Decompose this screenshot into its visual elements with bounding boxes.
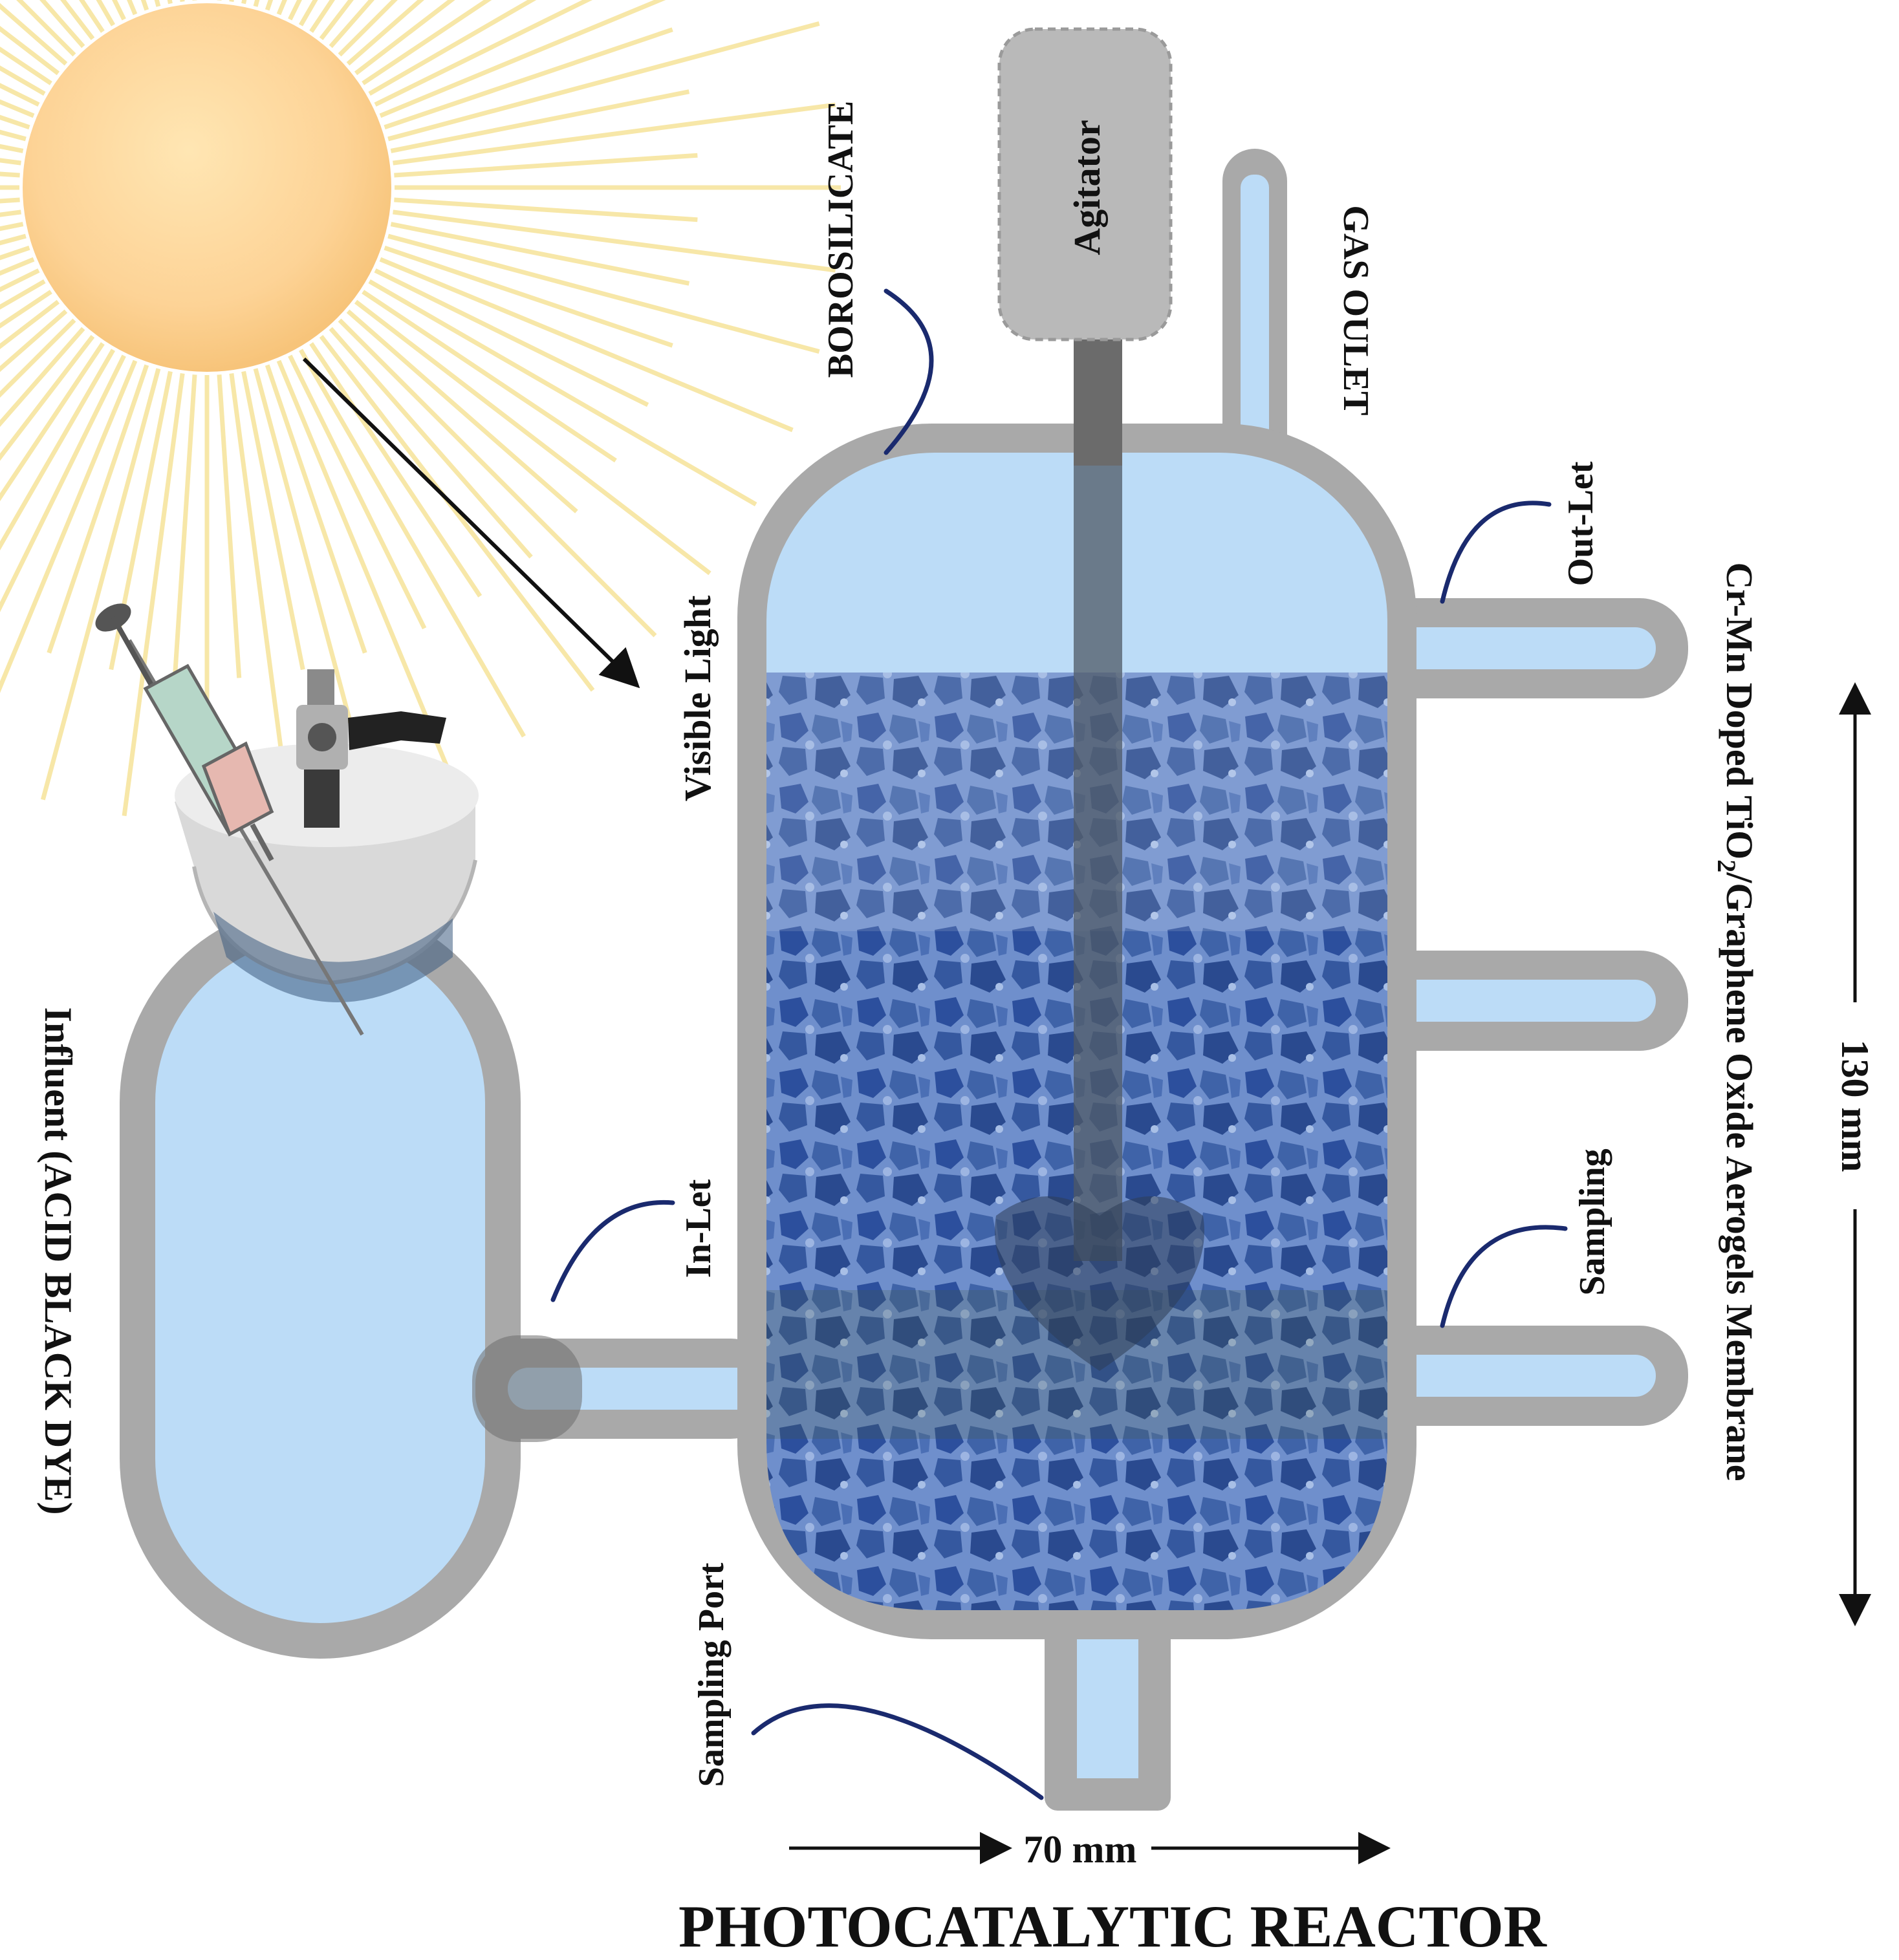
gas-outlet-label: GAS OULET [1336, 205, 1376, 415]
sun-ray [0, 349, 116, 551]
sun-ray [229, 373, 292, 817]
out-let-leader [1440, 501, 1552, 604]
sun-ray [0, 309, 68, 372]
sun-ray [0, 334, 95, 461]
sun-ray [217, 0, 222, 1]
sun-ray [47, 364, 149, 654]
sun-ray [379, 257, 794, 433]
sun-ray [0, 354, 126, 612]
in-let-label: In-Let [678, 1179, 719, 1278]
sun-ray [309, 342, 483, 598]
sun-ray [374, 0, 592, 107]
sun-ray [180, 0, 185, 2]
sun-ray [362, 290, 617, 463]
sun-ray [0, 318, 76, 398]
sun-rays [0, 0, 841, 821]
sampling-port-leader [751, 1703, 1044, 1800]
sun-ray [319, 334, 595, 692]
sun-ray [39, 0, 85, 48]
sun-ray [338, 318, 657, 638]
sun-ray [0, 342, 105, 502]
influent-vessel [120, 902, 521, 1659]
membrane-label: Cr-Mn Doped TiO2/Graphene Oxide Aerogels… [1712, 562, 1761, 1481]
sun-ray [354, 0, 455, 76]
sun-ray [384, 27, 673, 130]
sun-ray [288, 354, 427, 630]
sun-ray [387, 21, 820, 142]
influent-label: Influent (ACID BLACK DYE) [37, 1007, 80, 1514]
sun-ray [346, 0, 424, 66]
width-dimension-label: 70 mm [1024, 1828, 1137, 1871]
sun-ray [122, 373, 185, 817]
sun-ray [393, 102, 836, 166]
sun-ray [0, 171, 20, 178]
sun-ray [241, 0, 247, 5]
sun-ray [0, 3, 68, 66]
sampling-label: Sampling [1572, 1148, 1612, 1295]
sun-ray [338, 0, 398, 57]
sun-ray [368, 279, 757, 507]
sun-ray [384, 245, 673, 348]
sun-ray [16, 0, 76, 57]
sun-ray [192, 0, 197, 1]
sun-ray [0, 46, 52, 85]
sun-ray [172, 374, 197, 678]
sun-ray [40, 368, 161, 801]
sampling-leader [1440, 1225, 1568, 1328]
sun-ray [387, 233, 820, 354]
valve-icon [296, 669, 446, 828]
agitator [995, 27, 1204, 1371]
sun-ray [79, 0, 105, 33]
visible-light-label: Visible Light [677, 595, 719, 801]
borosilicate-label: BOROSILICATE [821, 101, 861, 378]
sun-ray [394, 153, 698, 178]
sun-ray [368, 0, 537, 96]
sun-ray [241, 371, 305, 671]
sun-ray [298, 349, 526, 738]
in-let-leader [550, 1200, 675, 1302]
sun-ray [393, 210, 836, 273]
sun-ray [346, 309, 578, 513]
inlet-pipe [472, 1335, 776, 1442]
sun-ray [329, 327, 533, 559]
syringe-icon [95, 603, 364, 1036]
sun-ray [0, 197, 20, 204]
sun-ray [217, 374, 242, 678]
sun-ray [394, 197, 698, 222]
diagram-title: PHOTOCATALYTIC REACTOR [678, 1893, 1548, 1959]
sun-ray [379, 0, 666, 118]
sun-ray [0, 360, 138, 693]
sun-ray [362, 0, 492, 85]
sun-ray [229, 0, 234, 2]
sampling-port-label: Sampling Port [691, 1562, 732, 1787]
sun-ray [0, 290, 52, 329]
sun-icon [23, 3, 391, 372]
sun-ray [329, 0, 374, 48]
sun-ray [390, 222, 690, 286]
light-ray-arrow [302, 357, 640, 689]
sun-ray [0, 327, 85, 427]
out-let-label: Out-Let [1561, 461, 1601, 586]
borosilicate-leader [884, 288, 934, 455]
sun-ray [167, 0, 173, 5]
sun-ray [374, 268, 649, 407]
sun-ray [390, 89, 690, 153]
sun-ray [354, 299, 711, 576]
sun-ray [276, 360, 452, 774]
agitator-label: Agitator [1066, 120, 1108, 255]
height-dimension-label: 130 mm [1834, 1040, 1876, 1172]
sun-ray [265, 364, 367, 654]
